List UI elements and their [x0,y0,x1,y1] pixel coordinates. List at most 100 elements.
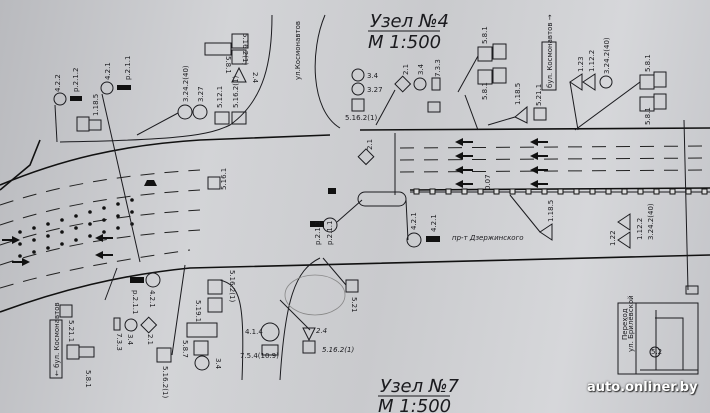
lane-arrows [2,138,548,266]
node4-scale: М 1:500 [368,32,441,53]
sign-code-label: 7.3.3 [115,333,123,351]
sign-code-label: 3.4 [367,72,379,80]
sign-code-label: 5.16.1 [220,168,228,190]
sign-code-label: 5.16.2(1) [345,114,377,122]
sign-code-label: р.2.1.2 [72,68,80,92]
sign-code-label: 3.24.2(40) [182,65,190,102]
sign-code-label: 4.2.1 [104,62,112,80]
fence-post [701,188,708,195]
crossing-legend-box: Переход ул. Брилёвской 5.2 [617,295,699,375]
sign-code-label: 2.4 [316,327,327,335]
sign-code-label: 2.1 [366,139,374,150]
road-edge-west-north [0,134,331,186]
lane-marker-dot [60,230,64,234]
sign-cluster-node4-center: 3.4 3.27 5.16.2(1) 2.1 3.4 7.3.3 [345,59,442,126]
sign-cluster-triangles-right: 1.18.5 5.21.1 1.23 1.12.2 3.24.2(40) [487,37,613,131]
kosmonavtov-edge-1 [59,14,273,143]
sign-code-label: 3.24.2(40) [647,203,655,240]
sign-code-label: 5.8.7 [181,340,189,358]
lane-marker-dot [46,246,50,250]
fence-post [413,188,420,195]
sign-code-label: 2.1 [402,64,410,75]
safety-island [357,191,407,207]
fence-post [509,188,516,195]
sign-code-label: 7.5.4(10.9) [240,352,279,360]
sign-code-label: 5.16.2(1) [161,366,169,398]
lane-marker-dot [102,218,106,222]
fence-post [637,188,644,195]
lane-marker-dot [74,226,78,230]
direction-sign-kosmonavtov [541,41,557,91]
watermark: auto.onliner.by [587,380,698,395]
fence-post [461,188,468,195]
sign-code-label: 3.4 [214,358,222,370]
south-road-edge-2 [279,257,321,381]
sign-code-label: р.2.1.1 [326,221,334,245]
lane-marker-dot [116,214,120,218]
sign-code-label: 3.27 [197,86,205,102]
sign-code-label: 2.1 [146,334,154,345]
road-edge-north [359,127,710,131]
sign-code-label: 3.27 [367,86,383,94]
sign-code-label: 1.23 [577,56,585,72]
fence-post [621,188,628,195]
node7-scale: М 1:500 [378,396,451,413]
sign-code-label: 5.21.1 [67,320,75,342]
lane-marker-dot [18,230,22,234]
lane-marker-dot [18,254,22,258]
lane-marker-dot [32,250,36,254]
lane-marker-dot [46,234,50,238]
sign-code-label: 5.16.2(1) [232,76,240,108]
direction-sign-text: бул. Космонавтов → [546,14,554,88]
sign-code-label: 3.4 [417,63,425,75]
sign-cluster-581-top: 5.8.1 5.8.1 [457,26,507,131]
node7-title: Узел №7 [380,376,460,397]
sign-code-label: 5.19.1 [194,300,202,322]
sign-code-label: 5.21 [350,297,358,313]
fence-post [669,188,676,195]
lane-marker-dot [88,234,92,238]
lane-marker-dot [18,242,22,246]
lane-marker-dot [130,210,134,214]
sign-code-label: 5.16.2(1) [322,346,354,354]
lane-marker-dot [32,238,36,242]
sign-code-label: 7.3.3 [434,59,442,77]
sign-code-label: 1.22 [609,230,617,246]
sign-code-label: 1.18.5 [514,83,522,105]
sign-cluster-node7-center: 2.4 5.16.2(1) 5.21 [279,257,359,354]
fence-post [573,188,580,195]
south-road-edge-1 [219,279,244,381]
lane-marker-dot [74,238,78,242]
sign-cluster-island: 2.1 4.2.1 4.2.1 р.2.1.1 р.2.1.1 [310,139,440,248]
sign-code-label: 5.8.1 [481,82,489,100]
sign-code-label: 3.4 [126,334,134,346]
fence-post [525,188,532,195]
sign-code-label: 1.12.2 [588,50,596,72]
lane-marker-dot [60,242,64,246]
lane-marker-dot [116,226,120,230]
lane-marker-dot [102,230,106,234]
lane-marker-dot [130,198,134,202]
street-dzerzhinskogo: пр-т Дзержинского [452,234,524,242]
lane-width-label: 0.07 [484,174,492,190]
sign-cluster-left-top: 4.2.2 р.2.1.2 4.2.1 р.2.1.1 1.18.5 3.24.… [53,33,259,263]
sign-code-label: 5.16.2(1) [241,33,249,65]
sign-code-label: 5.21.1 [535,84,543,106]
lane-marker-dot [88,210,92,214]
fence-posts [413,188,708,195]
sign-code-label: 4.2.2 [54,74,62,92]
sign-code-label: 5.8.1 [644,54,652,72]
fence-post [685,188,692,195]
sign-code-label: 5.16.2(1) [228,270,236,302]
fence-post [541,188,548,195]
sign-code-label: 5.2 [651,348,662,356]
stop-dots [18,198,134,258]
sign-cluster-median-right: 1.18.5 1.22 1.12.2 3.24.2(40) [509,119,699,295]
sign-code-label: 4.2.1 [410,212,418,230]
sign-code-label: 5.8.1 [224,56,232,74]
lane-marker-dot [102,206,106,210]
lane-marker-dot [88,222,92,226]
sign-code-label: р.2.1.1 [314,221,322,245]
